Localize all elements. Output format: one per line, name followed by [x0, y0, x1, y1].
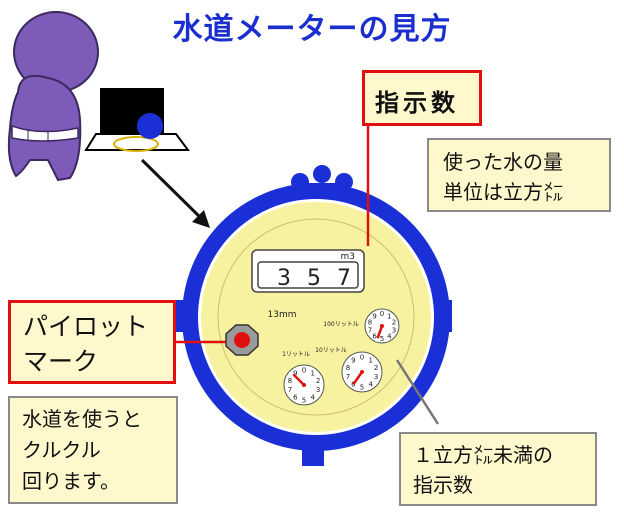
dial-1-label: 1リットル — [282, 351, 310, 358]
pilot-note-line-1: 水道を使うと — [22, 407, 142, 431]
dial-1-num-9: 9 — [293, 370, 297, 378]
dial-100-num-0: 0 — [380, 310, 384, 318]
dial-1-num-4: 4 — [310, 393, 315, 401]
dial-10-num-3: 3 — [374, 373, 378, 381]
pilot-label-line-2: マーク — [23, 347, 99, 376]
meter-box-icon — [84, 88, 190, 152]
dial-100-num-4: 4 — [387, 333, 392, 341]
dial-1-num-6: 6 — [293, 393, 298, 401]
dial-100-num-7: 7 — [368, 326, 372, 334]
dial-10-num-9: 9 — [351, 357, 355, 365]
subunit-connector-line — [395, 359, 440, 425]
dial-10-num-0: 0 — [360, 354, 364, 362]
reading-digit-1: 3 — [277, 266, 291, 291]
dial-100-num-2: 2 — [392, 319, 396, 327]
dial-10-num-8: 8 — [346, 364, 350, 372]
pilot-note-line-2: クルクル — [22, 438, 101, 462]
character-illustration — [7, 11, 99, 182]
dial-100-num-3: 3 — [392, 326, 396, 334]
dial-1-num-5: 5 — [302, 396, 306, 404]
dial-100-hub — [380, 324, 384, 328]
dial-10-hub — [360, 370, 364, 374]
dial-1-num-0: 0 — [302, 367, 306, 375]
dial-10-num-1: 1 — [368, 357, 372, 365]
page-title: 水道メーターの見方 — [172, 12, 452, 47]
subunit-note-line-2: 指示数 — [413, 473, 473, 497]
usage-note-line-1: 使った水の量 — [443, 150, 563, 174]
pilot-mark-icon — [225, 324, 259, 356]
dial-1-num-2: 2 — [316, 377, 320, 385]
reading-digit-3: 7 — [337, 266, 351, 291]
pilot-note-box: 水道を使うと クルクル 回ります。 — [8, 396, 178, 504]
usage-note-box: 使った水の量 単位は立方㍍ — [427, 138, 611, 212]
dial-1-num-8: 8 — [288, 377, 292, 385]
subunit-note-box: １立方㍍未満の 指示数 — [399, 432, 597, 506]
dial-100-num-8: 8 — [368, 319, 372, 327]
subunit-note-line-1: １立方㍍未満の — [413, 443, 553, 467]
dial-1-num-1: 1 — [310, 370, 314, 378]
indicator-label-box: 指示数 — [362, 70, 482, 126]
usage-note-line-2: 単位は立方㍍ — [443, 180, 563, 204]
dial-10-num-4: 4 — [368, 380, 373, 388]
dial-1-hub — [302, 383, 306, 387]
reading-unit-label: m3 — [341, 252, 356, 262]
meter-size-label: 13mm — [268, 310, 297, 320]
dial-100-num-9: 9 — [372, 312, 376, 320]
dial-1-num-7: 7 — [288, 386, 292, 394]
dial-100-label: 100リットル — [323, 321, 358, 328]
dial-10-pointer — [352, 370, 364, 385]
dial-10-num-5: 5 — [360, 383, 364, 391]
pointer-arrow-icon — [140, 158, 210, 228]
indicator-label: 指示数 — [375, 89, 459, 117]
pilot-label-line-1: パイロット — [23, 312, 149, 341]
dial-1-pointer — [292, 373, 306, 387]
pilot-note-line-3: 回ります。 — [22, 469, 120, 493]
reading-digit-2: 5 — [307, 266, 321, 291]
dial-10-num-7: 7 — [346, 373, 350, 381]
dial-10-label: 10リットル — [315, 347, 347, 354]
dial-100-num-5: 5 — [380, 335, 384, 343]
dial-10-num-2: 2 — [374, 364, 378, 372]
pilot-label-box: パイロット マーク — [8, 300, 176, 384]
dial-100-num-1: 1 — [387, 312, 391, 320]
dial-100-num-6: 6 — [372, 333, 377, 341]
dial-1-num-3: 3 — [316, 386, 320, 394]
